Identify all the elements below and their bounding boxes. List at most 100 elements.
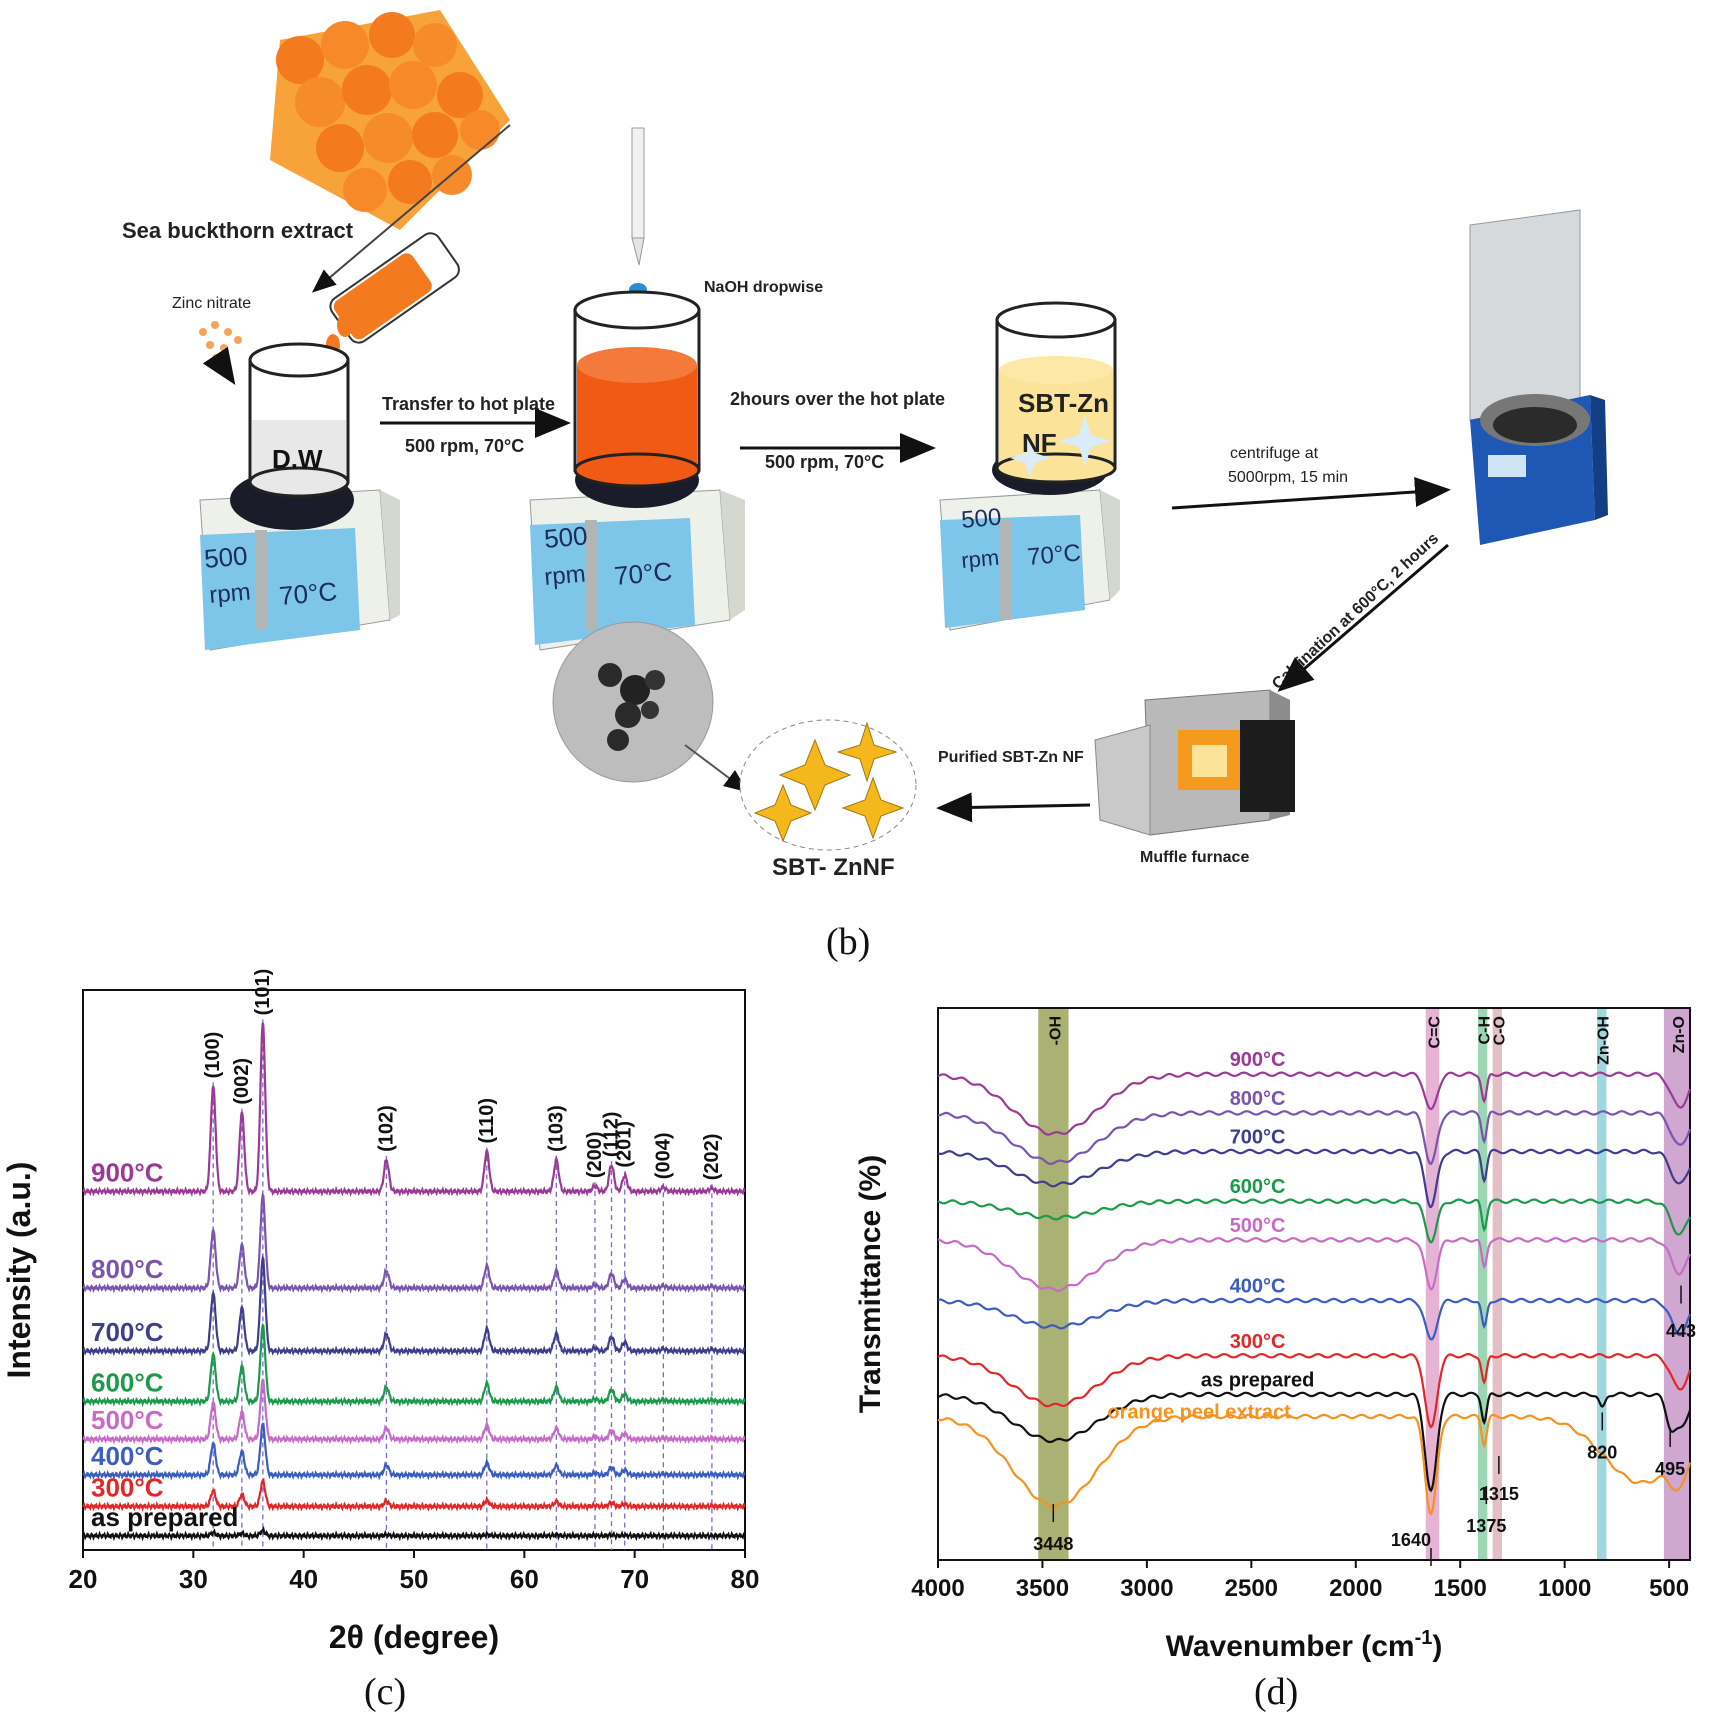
display-rpm-value: 500 xyxy=(203,540,249,574)
ftir-band-label: Zn-O xyxy=(1671,1016,1688,1053)
xrd-x-tick-label: 20 xyxy=(69,1564,98,1594)
ftir-band-label: -OH xyxy=(1047,1016,1064,1045)
hot-plate-stirrer-2: 500 rpm 70°C xyxy=(529,290,745,651)
xrd-peak-label: (201) xyxy=(614,1121,636,1168)
ftir-series-label: 900°C xyxy=(1230,1049,1286,1071)
tem-image-icon xyxy=(552,621,714,783)
xrd-series-line xyxy=(82,1322,746,1408)
ftir-x-axis-label-close: ) xyxy=(1432,1630,1442,1663)
ftir-series-label: 700°C xyxy=(1230,1127,1286,1149)
ftir-band xyxy=(1038,1008,1069,1560)
ftir-x-tick-label: 1500 xyxy=(1434,1575,1487,1602)
muffle-furnace-icon xyxy=(1094,689,1295,836)
ftir-band xyxy=(1492,1008,1502,1560)
hot-plate-stirrer-1: D.W 500 rpm 70°C xyxy=(199,342,400,651)
xrd-peak-label: (110) xyxy=(476,1098,498,1144)
final-product-label: SBT- ZnNF xyxy=(772,854,895,881)
xrd-peak-label: (112) xyxy=(600,1112,622,1158)
xrd-series-label: 400°C xyxy=(91,1441,164,1471)
display-temp: 70°C xyxy=(278,576,338,611)
synthesis-scheme: Sea buckthorn extract Zinc nitrate D.W 5… xyxy=(122,10,1608,881)
ftir-x-tick-label: 2500 xyxy=(1225,1575,1278,1602)
ftir-series-label: as prepared xyxy=(1201,1369,1314,1391)
ftir-annotation-label: 1315 xyxy=(1479,1484,1519,1504)
ftir-series-line xyxy=(937,1198,1691,1244)
ftir-annotation-label: 1640 xyxy=(1391,1530,1431,1550)
calcination-label: Calcination at 600°C, 2 hours xyxy=(1269,530,1442,693)
ftir-x-axis-label-sup: -1 xyxy=(1415,1627,1433,1649)
panel-label-b: (b) xyxy=(826,921,871,963)
xrd-x-tick-label: 50 xyxy=(400,1564,429,1594)
centrifuge-label-1: centrifuge at xyxy=(1230,445,1319,462)
xrd-peak-label: (002) xyxy=(231,1058,253,1105)
ftir-band xyxy=(1477,1008,1488,1560)
ftir-series-label: 800°C xyxy=(1230,1088,1286,1110)
sbt-zn-label-1: SBT-Zn xyxy=(1018,388,1109,418)
sbt-zn-label-2: NF xyxy=(1022,428,1057,458)
transfer-label: Transfer to hot plate xyxy=(382,394,555,414)
hot-plate-stirrer-3: SBT-Zn NF 500 rpm 70°C xyxy=(939,301,1120,631)
xrd-x-tick-label: 80 xyxy=(731,1564,760,1594)
xrd-x-axis-label: 2θ (degree) xyxy=(329,1619,499,1655)
ftir-plot-frame xyxy=(937,1007,1691,1561)
centrifuge-icon xyxy=(1469,209,1608,545)
ftir-x-tick-label: 500 xyxy=(1649,1575,1689,1602)
xrd-x-tick-label: 40 xyxy=(289,1564,318,1594)
nanoflower-stars-icon xyxy=(739,719,917,851)
display-rpm-value-3: 500 xyxy=(960,504,1002,534)
xrd-peak-label: (102) xyxy=(375,1105,397,1152)
two-hours-label: 2hours over the hot plate xyxy=(730,389,945,409)
xrd-x-tick-label: 70 xyxy=(620,1564,649,1594)
ftir-series-line xyxy=(937,1297,1692,1341)
ftir-annotation-label: 820 xyxy=(1587,1443,1617,1463)
xrd-series-line xyxy=(82,1477,746,1513)
ftir-annotation-label: 3448 xyxy=(1033,1534,1073,1554)
xrd-series-line xyxy=(82,1191,746,1294)
xrd-series-label: 800°C xyxy=(91,1254,164,1284)
xrd-peak-label: (004) xyxy=(652,1132,674,1179)
ftir-x-tick-label: 3500 xyxy=(1016,1575,1069,1602)
xrd-series-label: 500°C xyxy=(91,1405,164,1435)
display-temp-3: 70°C xyxy=(1026,539,1082,571)
xrd-series-label: 900°C xyxy=(91,1157,164,1187)
xrd-series-line xyxy=(82,1022,746,1198)
zinc-nitrate-particles-icon xyxy=(199,321,242,362)
dw-label: D.W xyxy=(272,444,323,474)
ftir-band-label: C-O xyxy=(1491,1016,1508,1045)
xrd-series-label: 700°C xyxy=(91,1317,164,1347)
ftir-annotation-label: 1375 xyxy=(1466,1516,1506,1536)
ftir-band xyxy=(1597,1008,1607,1560)
display-temp-2: 70°C xyxy=(613,556,673,591)
ftir-series-line xyxy=(937,1148,1692,1209)
display-rpm-value-2: 500 xyxy=(543,520,589,554)
ftir-series-label: 600°C xyxy=(1230,1176,1286,1198)
ftir-annotation-label: 495 xyxy=(1655,1459,1685,1479)
condition-label-2: 500 rpm, 70°C xyxy=(765,452,884,472)
xrd-x-tick-label: 60 xyxy=(510,1564,539,1594)
panel-label-d: (d) xyxy=(1254,1671,1299,1713)
ftir-series-line xyxy=(937,1237,1691,1293)
xrd-x-tick-label: 30 xyxy=(179,1564,208,1594)
extract-drop-icon xyxy=(337,313,353,337)
muffle-furnace-label: Muffle furnace xyxy=(1140,849,1249,866)
ftir-y-axis-label: Transmittance (%) xyxy=(854,1155,887,1413)
purified-label: Purified SBT-Zn NF xyxy=(938,749,1084,766)
ftir-series-label: 500°C xyxy=(1230,1215,1286,1237)
display-rpm-unit-2: rpm xyxy=(543,560,587,591)
ftir-series-line xyxy=(937,1352,1692,1429)
ftir-series-line xyxy=(937,1071,1692,1136)
panel-label-c: (c) xyxy=(364,1671,407,1713)
xrd-peak-label: (200) xyxy=(584,1131,606,1178)
ftir-x-tick-label: 4000 xyxy=(911,1575,964,1602)
ftir-annotation-label: 443 xyxy=(1666,1321,1696,1341)
xrd-peak-label: (101) xyxy=(252,969,274,1016)
xrd-series-line xyxy=(82,1526,746,1542)
xrd-peak-label: (103) xyxy=(545,1105,567,1152)
ftir-band-label: C-H xyxy=(1477,1016,1494,1044)
naoh-label: NaOH dropwise xyxy=(704,279,823,296)
display-rpm-unit: rpm xyxy=(208,578,252,609)
xrd-series-line xyxy=(82,1422,746,1481)
ftir-x-tick-label: 2000 xyxy=(1329,1575,1382,1602)
